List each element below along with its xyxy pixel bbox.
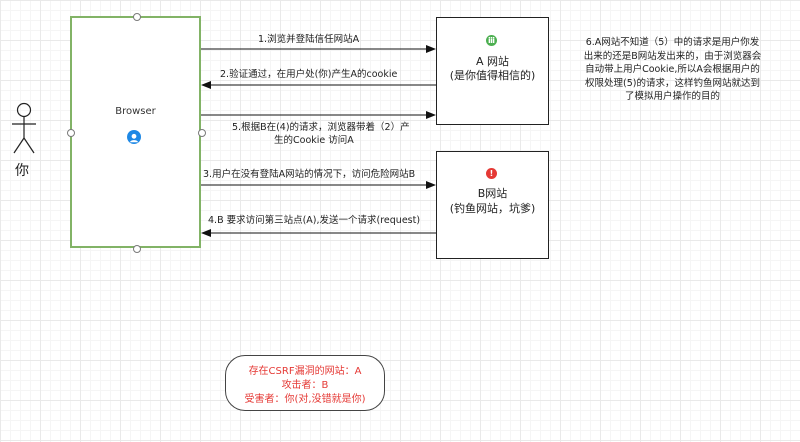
summary-vulnerable-site: 存在CSRF漏洞的网站：A (248, 366, 362, 377)
site-a-badge-icon: ⅲ (486, 35, 497, 46)
browser-label: Browser (115, 106, 156, 117)
arrow-step1-label: 1.浏览并登陆信任网站A (258, 34, 360, 45)
note-line: 6.A网站不知道（5）中的请求是用户你发 (585, 37, 760, 48)
site-b-title: B网站 (477, 187, 508, 200)
user-icon (127, 130, 141, 144)
arrow-step2-label: 2.验证通过，在用户处(你)产生A的cookie (220, 69, 398, 80)
resize-handle-left[interactable] (67, 129, 75, 137)
arrow-step5-label-line2: 生的Cookie 访问A (274, 135, 354, 146)
note-line: 权限处理(5)的请求，这样钓鱼网站就达到 (585, 77, 760, 89)
site-b-alert-icon: ! (486, 168, 497, 179)
resize-handle-top[interactable] (133, 13, 141, 21)
resize-handle-bottom[interactable] (133, 245, 141, 253)
summary-attacker: 攻击者：B (281, 380, 329, 391)
note-line: 出来的还是B网站发出来的，由于浏览器会 (583, 50, 762, 62)
note-line: 自动带上用户Cookie,所以A会根据用户的 (585, 64, 760, 75)
note-line: 了模拟用户操作的目的 (624, 91, 720, 102)
summary-victim: 受害者：你(对,没错就是你) (244, 394, 366, 405)
resize-handle-right[interactable] (198, 129, 206, 137)
stick-figure-icon (12, 102, 36, 154)
arrow-step4-label: 4.B 要求访问第三站点(A),发送一个请求(request) (208, 215, 421, 226)
explanation-note: 6.A网站不知道（5）中的请求是用户你发 出来的还是B网站发出来的，由于浏览器会… (560, 36, 785, 104)
arrow-step5-label-line1: 5.根据B在(4)的请求，浏览器带着（2）产 (232, 122, 410, 133)
site-b-subtitle: (钓鱼网站，坑爹) (449, 202, 536, 215)
site-a-title: A 网站 (475, 55, 510, 68)
arrow-step3-label: 3.用户在没有登陆A网站的情况下，访问危险网站B (203, 169, 416, 180)
person-label: 你 (15, 163, 29, 179)
site-a-subtitle: (是你值得相信的) (449, 69, 536, 82)
csrf-summary-box[interactable] (225, 355, 385, 411)
